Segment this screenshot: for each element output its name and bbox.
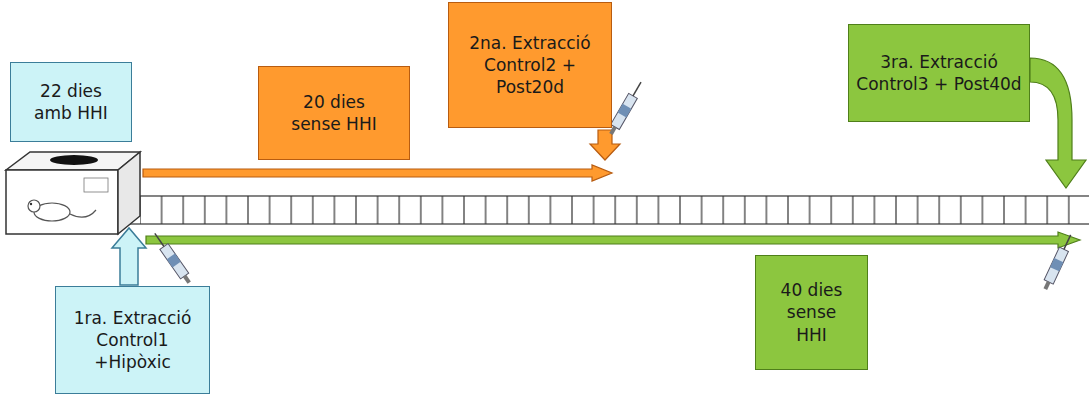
- orange-period-arrow: [143, 165, 612, 181]
- up-arrow: [112, 228, 146, 285]
- box-heading: 3ra. Extracció: [880, 51, 998, 73]
- box-body: Control3 + Post40d: [856, 73, 1021, 95]
- box-body: Control1 +Hipòxic: [85, 329, 181, 373]
- syringe: [1041, 233, 1075, 292]
- down-arrow: [590, 130, 620, 160]
- hypobaric-chamber: [6, 152, 140, 234]
- text-box: 40 dies sense HHI: [755, 255, 868, 370]
- box-heading: 40 dies sense HHI: [776, 279, 848, 345]
- green-period-arrow: [146, 232, 1080, 248]
- timeline-cells: [140, 196, 1089, 224]
- text-box: 1ra. ExtraccióControl1 +Hipòxic: [55, 286, 210, 394]
- box-body: Control2 + Post20d: [474, 54, 586, 98]
- timeline-strip: [18, 196, 1089, 224]
- box-heading: 22 dies amb HHI: [25, 80, 117, 124]
- text-box: 2na. ExtraccióControl2 + Post20d: [448, 2, 612, 128]
- box-heading: 20 dies sense HHI: [279, 91, 389, 135]
- syringe: [607, 80, 646, 137]
- syringe: [151, 231, 194, 286]
- text-box: 22 dies amb HHI: [10, 62, 132, 142]
- box-heading: 2na. Extracció: [469, 32, 591, 54]
- text-box: 20 dies sense HHI: [258, 66, 410, 160]
- box-heading: 1ra. Extracció: [74, 307, 192, 329]
- curved-arrow: [1030, 58, 1086, 188]
- text-box: 3ra. ExtraccióControl3 + Post40d: [848, 24, 1030, 122]
